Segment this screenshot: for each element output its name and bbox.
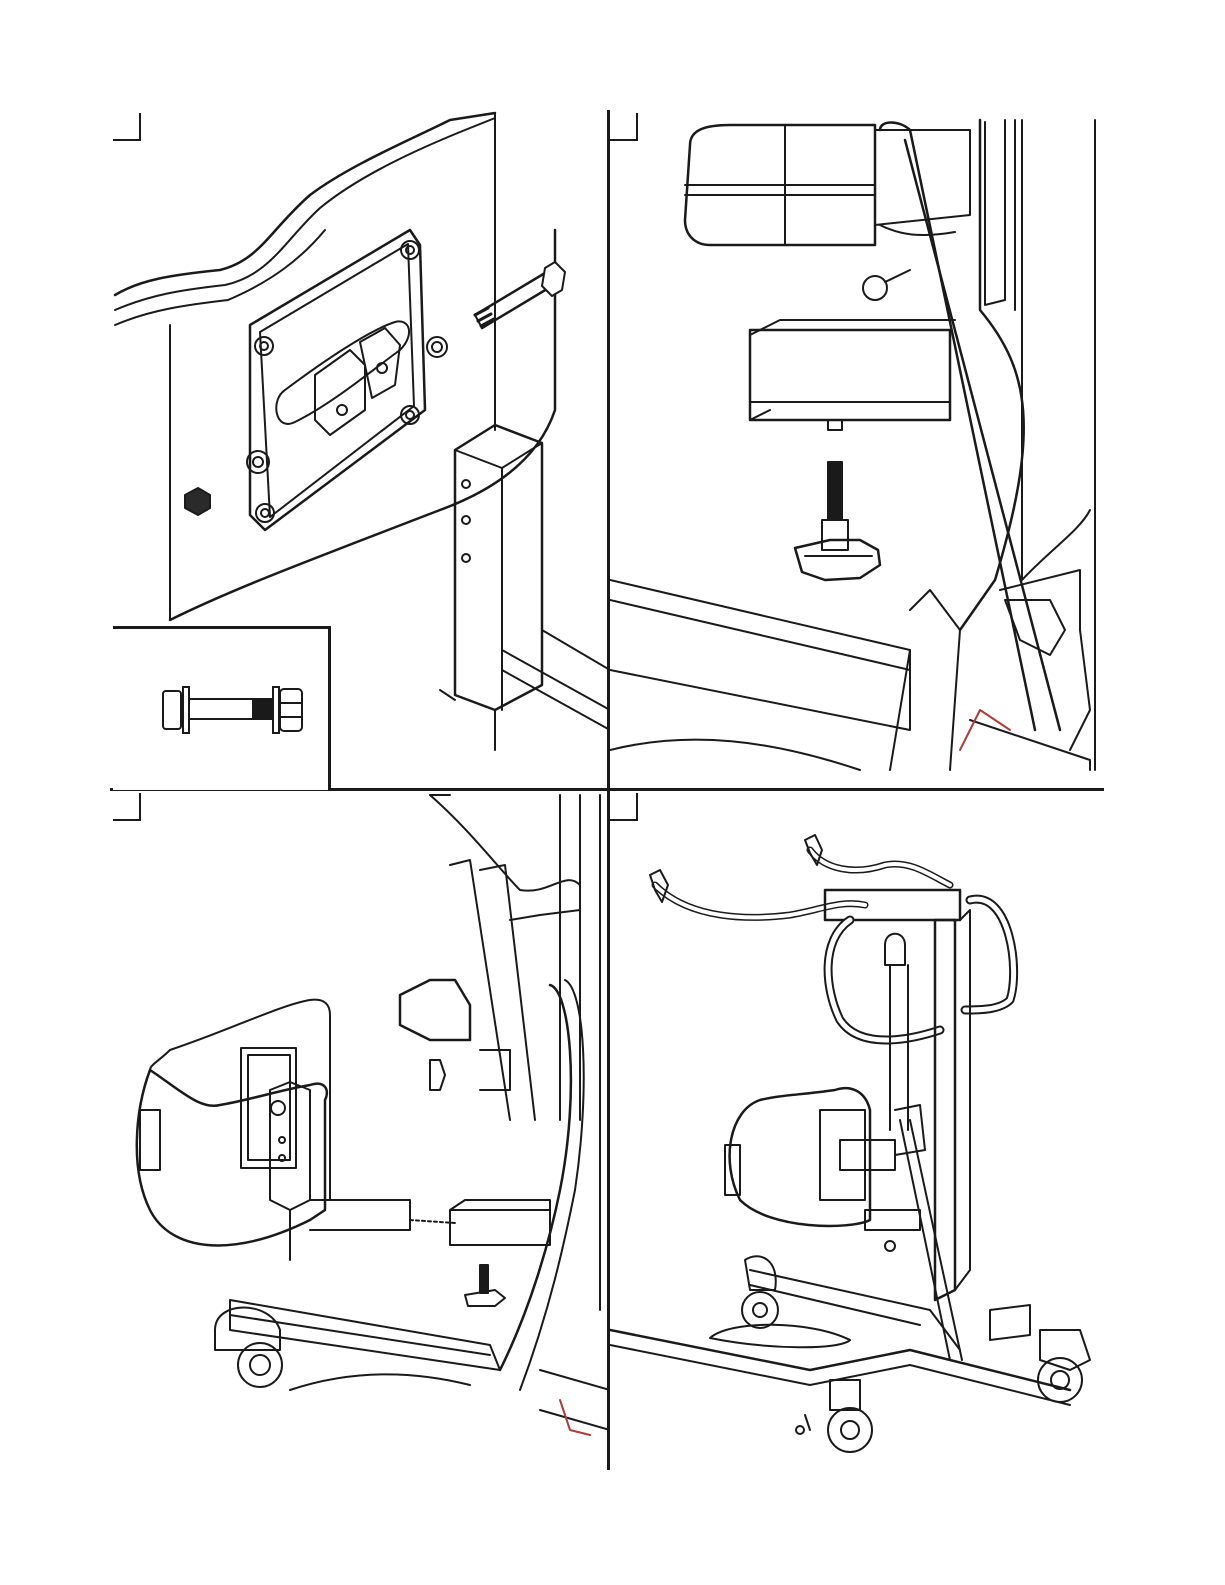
- knob-screw-illustration: [795, 462, 880, 580]
- step-marker-1: [113, 113, 141, 141]
- knee-pad-illustration: [610, 110, 1104, 790]
- step-marker-4: [610, 793, 638, 821]
- mounting-plate: [247, 230, 447, 530]
- bolt-detail-illustration: [113, 629, 331, 790]
- bolt-detail-inset: [113, 626, 331, 790]
- backrest-insertion-illustration: [110, 790, 610, 1470]
- step-marker-3: [113, 793, 141, 821]
- bolt-illustration: [475, 262, 565, 328]
- panel-step-4: [610, 790, 1104, 1470]
- assembled-lift-illustration: [610, 790, 1104, 1470]
- instruction-sheet: [110, 110, 1104, 1470]
- panel-step-1: [110, 110, 610, 790]
- panel-step-3: [110, 790, 610, 1470]
- step-marker-2: [610, 113, 638, 141]
- panel-step-2: [610, 110, 1104, 790]
